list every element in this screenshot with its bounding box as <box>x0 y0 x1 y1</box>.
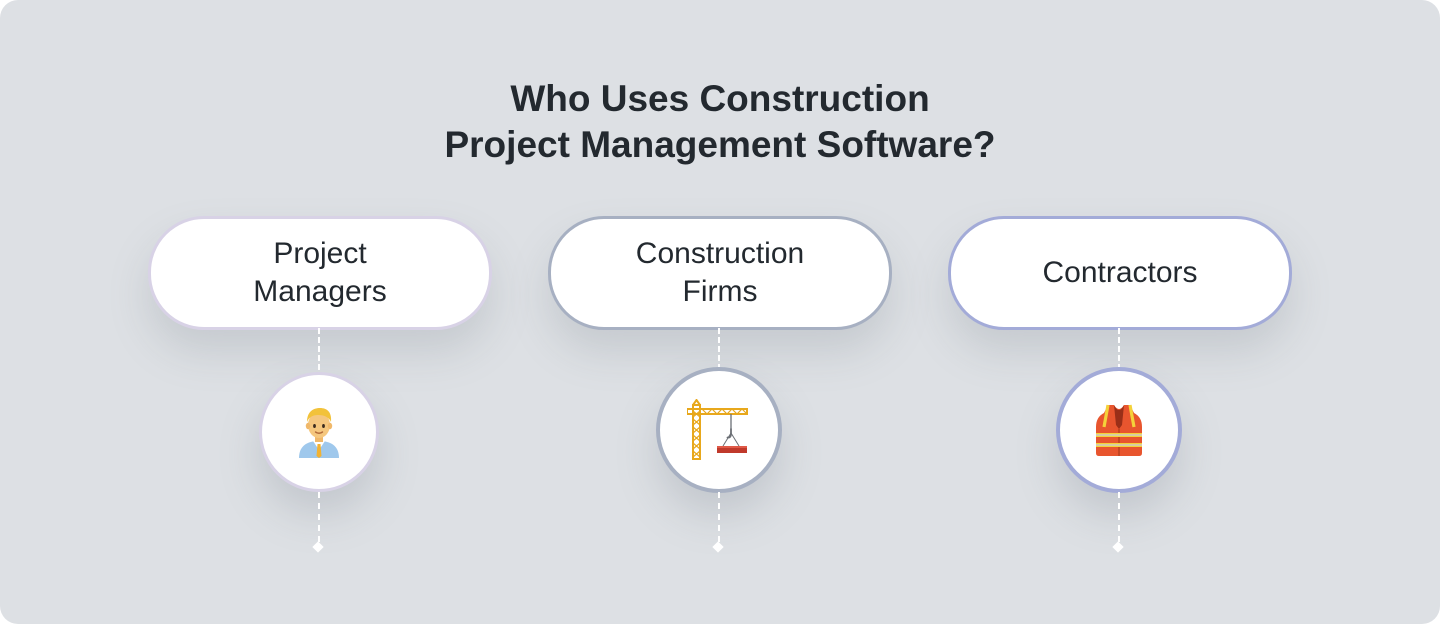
diamond-marker <box>712 541 724 553</box>
diamond-marker <box>1112 541 1124 553</box>
title-line-2: Project Management Software? <box>444 124 996 165</box>
user-group-construction-firms: Construction Firms <box>548 216 892 556</box>
connector-line-top <box>718 328 720 370</box>
user-group-project-managers: Project Managers <box>148 216 492 556</box>
connector-line-bottom <box>718 492 720 542</box>
connector-line-top <box>1118 328 1120 370</box>
pill-label-line-2: Firms <box>682 275 758 308</box>
pill-label-line-1: Construction <box>635 237 805 270</box>
page-title: Who Uses Construction Project Management… <box>0 76 1440 168</box>
pill-label: Construction Firms <box>636 235 804 311</box>
diamond-marker <box>312 541 324 553</box>
label-pill-project-managers: Project Managers <box>148 216 492 330</box>
man-office-worker-icon <box>296 406 342 458</box>
title-line-1: Who Uses Construction <box>510 78 930 119</box>
pill-label-line-1: Contractors <box>1042 256 1198 289</box>
pill-label-line-2: Managers <box>253 275 387 308</box>
connector-line-bottom <box>318 492 320 542</box>
label-pill-contractors: Contractors <box>948 216 1292 330</box>
pill-label: Project Managers <box>253 235 386 311</box>
pill-label-line-1: Project <box>273 237 367 270</box>
label-pill-construction-firms: Construction Firms <box>548 216 892 330</box>
connector-line-top <box>318 328 320 370</box>
pill-label: Contractors <box>1042 254 1197 292</box>
safety-vest-icon <box>1094 403 1144 457</box>
icon-circle <box>656 367 782 493</box>
icon-circle <box>1056 367 1182 493</box>
user-group-contractors: Contractors <box>948 216 1292 556</box>
connector-line-bottom <box>1118 492 1120 542</box>
construction-crane-icon <box>687 399 751 461</box>
icon-circle <box>259 372 379 492</box>
